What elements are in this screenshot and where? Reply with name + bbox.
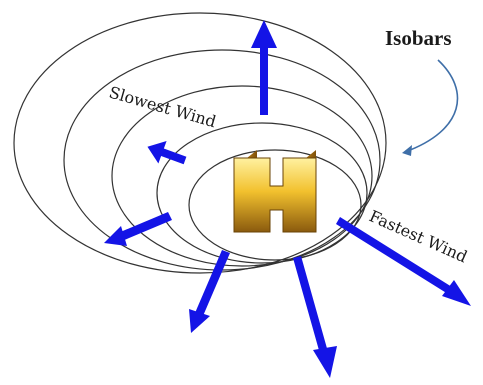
wind-arrow-icon <box>189 250 230 333</box>
isobar-ring-1 <box>13 12 387 274</box>
isobar-ring-5 <box>188 149 362 261</box>
high-pressure-h-icon <box>233 150 317 233</box>
isobars-label: Isobars <box>385 26 452 50</box>
fastest-wind-label: Fastest Wind <box>366 206 470 266</box>
wind-arrows <box>104 20 471 378</box>
isobar-ring-3 <box>111 85 373 267</box>
isobars-pointer-line <box>404 59 459 153</box>
isobars <box>13 12 387 274</box>
wind-arrow-icon <box>147 140 187 165</box>
wind-arrow-icon <box>336 217 471 306</box>
wind-arrow-icon <box>104 212 172 246</box>
wind-arrow-icon <box>293 256 337 378</box>
isobars-pointer-head <box>402 145 412 156</box>
wind-arrow-icon <box>251 20 277 115</box>
isobar-ring-4 <box>156 122 368 264</box>
